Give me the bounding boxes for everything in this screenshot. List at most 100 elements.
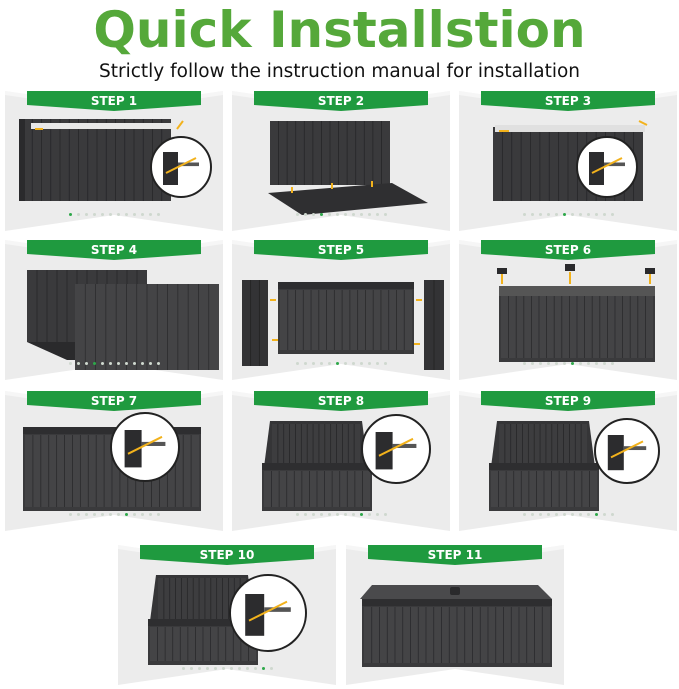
progress-dot — [335, 213, 339, 216]
progress-dot — [351, 362, 355, 365]
step-banner: STEP 6 — [481, 240, 655, 260]
progress-dot — [530, 362, 534, 365]
step-illustration — [27, 270, 219, 370]
progress-dot — [610, 213, 614, 216]
progress-dot — [245, 667, 249, 670]
progress-dot — [148, 213, 152, 216]
progress-dot — [140, 213, 144, 216]
step-card-6: STEP 6 — [459, 240, 677, 380]
progress-dot — [335, 513, 339, 516]
progress-dot — [253, 667, 257, 670]
progress-dot — [84, 362, 88, 365]
step-card-2: STEP 2 — [232, 91, 450, 231]
step-banner: STEP 10 — [140, 545, 314, 565]
progress-dot — [546, 513, 550, 516]
step-progress-dots — [232, 513, 450, 519]
progress-dot — [124, 513, 128, 516]
progress-dot — [570, 362, 574, 365]
step-illustration — [23, 412, 201, 511]
progress-dot — [92, 362, 96, 365]
progress-dot — [554, 213, 558, 216]
progress-dot — [76, 362, 80, 365]
progress-dot — [205, 667, 209, 670]
progress-dot — [140, 362, 144, 365]
step-progress-dots — [459, 513, 677, 519]
progress-dot — [522, 513, 526, 516]
progress-dot — [156, 213, 160, 216]
progress-dot — [578, 213, 582, 216]
step-progress-dots — [5, 513, 223, 519]
progress-dot — [108, 362, 112, 365]
step-banner: STEP 4 — [27, 240, 201, 260]
step-banner: STEP 8 — [254, 391, 428, 411]
progress-dot — [610, 513, 614, 516]
step-label: STEP 7 — [90, 394, 138, 408]
progress-dot — [586, 213, 590, 216]
progress-dot — [530, 513, 534, 516]
step-progress-dots — [5, 213, 223, 219]
step-illustration — [262, 414, 431, 511]
progress-dot — [140, 513, 144, 516]
progress-dot — [189, 667, 193, 670]
step-progress-dots — [5, 362, 223, 368]
progress-dot — [311, 213, 315, 216]
step-banner: STEP 2 — [254, 91, 428, 111]
progress-dot — [327, 362, 331, 365]
progress-dot — [538, 513, 542, 516]
progress-dot — [530, 213, 534, 216]
step-illustration — [242, 280, 444, 370]
progress-dot — [335, 362, 339, 365]
progress-dot — [586, 362, 590, 365]
progress-dot — [213, 667, 217, 670]
step-card-11: STEP 11 — [346, 545, 564, 685]
step-progress-dots — [459, 362, 677, 368]
progress-dot — [116, 213, 120, 216]
progress-dot — [148, 513, 152, 516]
progress-dot — [610, 362, 614, 365]
progress-dot — [116, 513, 120, 516]
step-banner: STEP 3 — [481, 91, 655, 111]
progress-dot — [562, 362, 566, 365]
progress-dot — [269, 667, 273, 670]
progress-dot — [367, 362, 371, 365]
progress-dot — [375, 213, 379, 216]
progress-dot — [108, 213, 112, 216]
progress-dot — [319, 513, 323, 516]
step-banner: STEP 7 — [27, 391, 201, 411]
progress-dot — [351, 513, 355, 516]
progress-dot — [303, 362, 307, 365]
progress-dot — [76, 513, 80, 516]
progress-dot — [295, 213, 299, 216]
progress-dot — [261, 667, 265, 670]
progress-dot — [375, 513, 379, 516]
progress-dot — [351, 213, 355, 216]
step-progress-dots — [459, 213, 677, 219]
progress-dot — [181, 667, 185, 670]
progress-dot — [562, 513, 566, 516]
progress-dot — [84, 513, 88, 516]
step-label: STEP 3 — [544, 94, 592, 108]
progress-dot — [359, 362, 363, 365]
step-card-8: STEP 8 — [232, 391, 450, 531]
progress-dot — [156, 362, 160, 365]
step-label: STEP 4 — [90, 243, 138, 257]
progress-dot — [343, 362, 347, 365]
progress-dot — [538, 213, 542, 216]
step-label: STEP 1 — [90, 94, 138, 108]
step-label: STEP 9 — [544, 394, 592, 408]
progress-dot — [367, 213, 371, 216]
progress-dot — [383, 362, 387, 365]
progress-dot — [327, 513, 331, 516]
progress-dot — [546, 362, 550, 365]
progress-dot — [570, 213, 574, 216]
progress-dot — [570, 513, 574, 516]
progress-dot — [295, 513, 299, 516]
progress-dot — [156, 513, 160, 516]
progress-dot — [124, 362, 128, 365]
progress-dot — [100, 513, 104, 516]
progress-dot — [84, 213, 88, 216]
progress-dot — [383, 513, 387, 516]
step-card-10: STEP 10 — [118, 545, 336, 685]
step-illustration — [360, 585, 552, 667]
progress-dot — [319, 213, 323, 216]
